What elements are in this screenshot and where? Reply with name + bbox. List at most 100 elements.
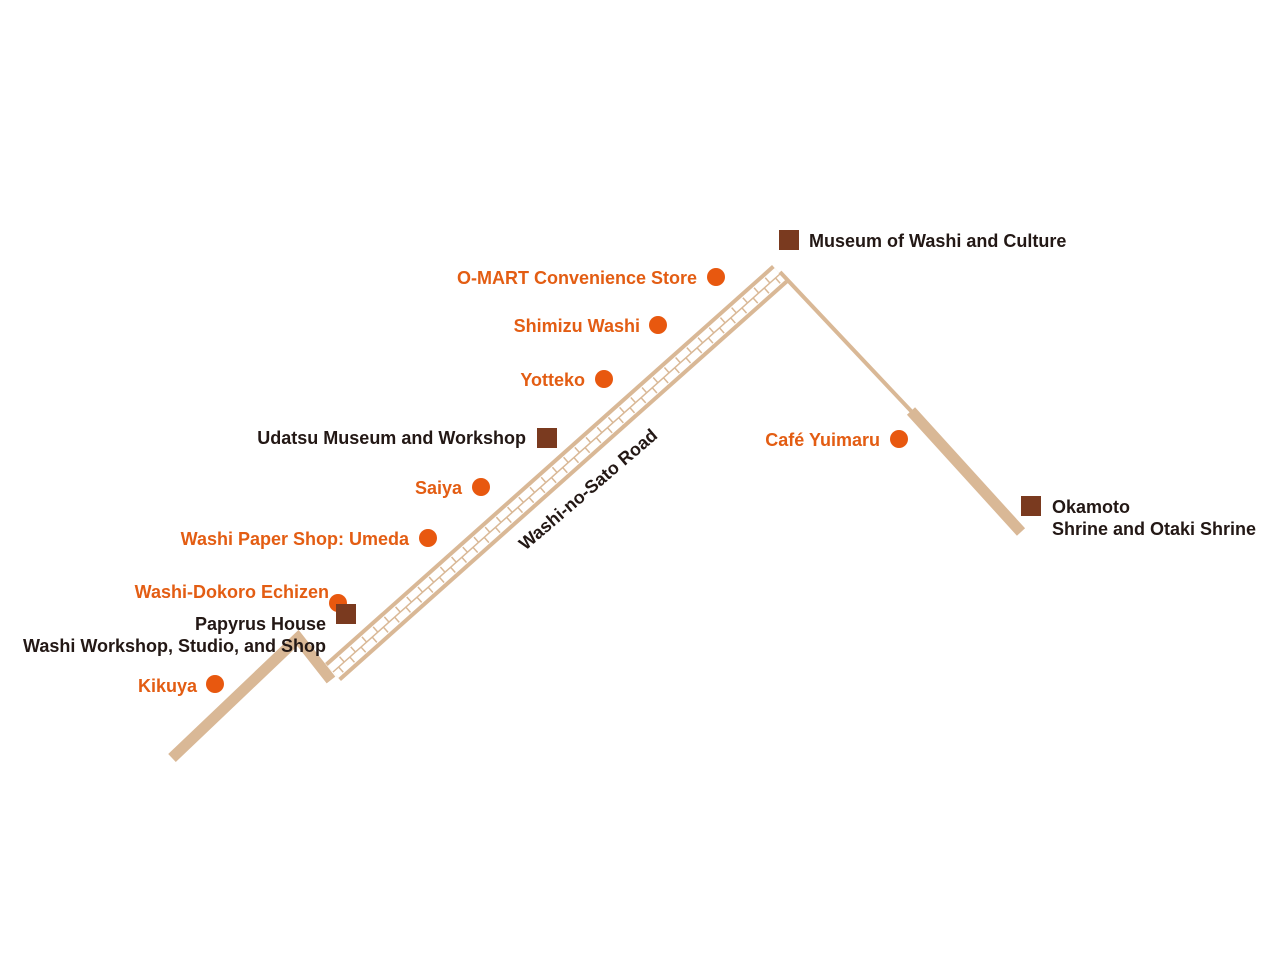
museum-udatsu[interactable]: Udatsu Museum and Workshop <box>257 428 557 448</box>
shop-yotteko[interactable]: Yotteko <box>520 370 613 390</box>
museum-square-icon <box>336 604 356 624</box>
road-segment-east-thick <box>906 407 1026 536</box>
road-brick-tick <box>651 387 658 394</box>
road-brick-tick <box>662 377 669 384</box>
shop-saiya[interactable]: Saiya <box>415 478 490 498</box>
shop-cafe-yuimaru[interactable]: Café Yuimaru <box>765 430 908 450</box>
road-brick-tick <box>416 596 423 603</box>
road-brick-tick <box>774 277 781 284</box>
museum-sublabel: Shrine and Otaki Shrine <box>1052 519 1256 539</box>
road-brick-pattern <box>332 273 781 673</box>
road-brick-tick <box>731 307 737 314</box>
road-brick-tick <box>640 397 647 404</box>
museum-papyrus-house[interactable]: Papyrus House Washi Workshop, Studio, an… <box>23 604 356 656</box>
shop-dot-icon <box>419 529 437 547</box>
road-brick-tick <box>629 407 636 414</box>
road-brick-tick <box>619 406 625 414</box>
road-brick-tick <box>675 357 681 364</box>
road-brick-tick <box>427 586 434 593</box>
museum-label: Okamoto <box>1052 497 1130 517</box>
museum-label: Museum of Washi and Culture <box>809 231 1066 251</box>
road-brick-tick <box>462 546 468 553</box>
shop-label: Washi Paper Shop: Umeda <box>181 529 410 549</box>
shop-label: Saiya <box>415 478 463 498</box>
road-brick-tick <box>517 506 524 514</box>
shop-label: Yotteko <box>520 370 585 390</box>
road-brick-tick <box>595 437 602 444</box>
road-brick-tick <box>394 616 400 623</box>
road-brick-tick <box>350 646 356 653</box>
museum-sublabel: Washi Workshop, Studio, and Shop <box>23 636 326 656</box>
road-brick-tick <box>483 536 490 544</box>
museum-okamoto-shrine[interactable]: Okamoto Shrine and Otaki Shrine <box>1021 496 1256 539</box>
museum-markers: Museum of Washi and Culture Udatsu Museu… <box>23 230 1256 656</box>
road-brick-tick <box>707 337 714 344</box>
road-brick-tick <box>371 636 378 643</box>
road-brick-tick <box>383 616 390 623</box>
shop-washi-dokoro-echizen[interactable]: Washi-Dokoro Echizen <box>135 582 347 612</box>
shop-dot-icon <box>649 316 667 334</box>
road-segment-east-thin <box>778 270 914 414</box>
shop-omart[interactable]: O-MART Convenience Store <box>457 268 725 288</box>
shop-umeda[interactable]: Washi Paper Shop: Umeda <box>181 529 437 549</box>
road-brick-tick <box>685 357 692 364</box>
road-brick-tick <box>596 426 603 434</box>
road-brick-tick <box>718 327 725 334</box>
road-brick-tick <box>563 456 569 464</box>
road-brick-tick <box>573 457 580 464</box>
road-brick-tick <box>417 586 424 593</box>
museum-washi-and-culture[interactable]: Museum of Washi and Culture <box>779 230 1066 251</box>
museum-label: Papyrus House <box>195 614 326 634</box>
road-brick-tick <box>529 486 536 493</box>
road-brick-tick <box>506 516 512 524</box>
shop-label: Café Yuimaru <box>765 430 880 450</box>
shop-kikuya[interactable]: Kikuya <box>138 675 224 696</box>
road-brick-tick <box>428 576 435 583</box>
road-brick-tick <box>606 427 613 434</box>
road-brick-tick <box>338 656 345 663</box>
road-brick-tick <box>382 626 389 633</box>
road-brick-tick <box>585 436 592 444</box>
shop-label: Washi-Dokoro Echizen <box>135 582 329 602</box>
road-brick-tick <box>674 367 680 374</box>
road-brick-tick <box>742 297 749 304</box>
shop-dot-icon <box>595 370 613 388</box>
washi-no-sato-road[interactable] <box>325 265 788 681</box>
road-brick-tick <box>663 367 670 374</box>
shop-shimizu-washi[interactable]: Shimizu Washi <box>514 316 667 336</box>
road-brick-tick <box>550 476 557 484</box>
road-brick-tick <box>763 287 770 294</box>
road-brick-tick <box>507 506 513 513</box>
road-brick-tick <box>630 396 637 404</box>
shop-label: Shimizu Washi <box>514 316 640 336</box>
road-brick-tick <box>708 327 715 334</box>
road-brick-tick <box>618 417 624 424</box>
road-brick-tick <box>764 277 771 284</box>
road-brick-tick <box>730 317 736 324</box>
road-brick-tick <box>372 626 379 633</box>
road-brick-tick <box>361 636 368 643</box>
road-brick-tick <box>438 576 445 583</box>
museum-square-icon <box>779 230 799 250</box>
road-brick-tick <box>484 526 491 533</box>
road-brick-tick <box>494 526 501 534</box>
road-brick-tick <box>584 447 591 454</box>
road-brick-tick <box>562 467 568 474</box>
road-brick-tick <box>405 606 412 613</box>
museum-square-icon <box>537 428 557 448</box>
road-brick-tick <box>752 297 759 304</box>
road-brick-tick <box>528 496 535 504</box>
road-brick-tick <box>574 446 581 454</box>
road-brick-tick <box>551 466 558 474</box>
road-brick-tick <box>472 546 479 554</box>
shop-dot-icon <box>206 675 224 693</box>
road-brick-tick <box>406 596 412 603</box>
museum-square-icon <box>1021 496 1041 516</box>
road-brick-tick <box>439 566 446 573</box>
road-brick-tick <box>539 486 546 494</box>
road-brick-tick <box>518 496 525 503</box>
museum-label: Udatsu Museum and Workshop <box>257 428 526 448</box>
road-brick-tick <box>697 337 704 344</box>
road-segment-southwest <box>168 629 336 762</box>
